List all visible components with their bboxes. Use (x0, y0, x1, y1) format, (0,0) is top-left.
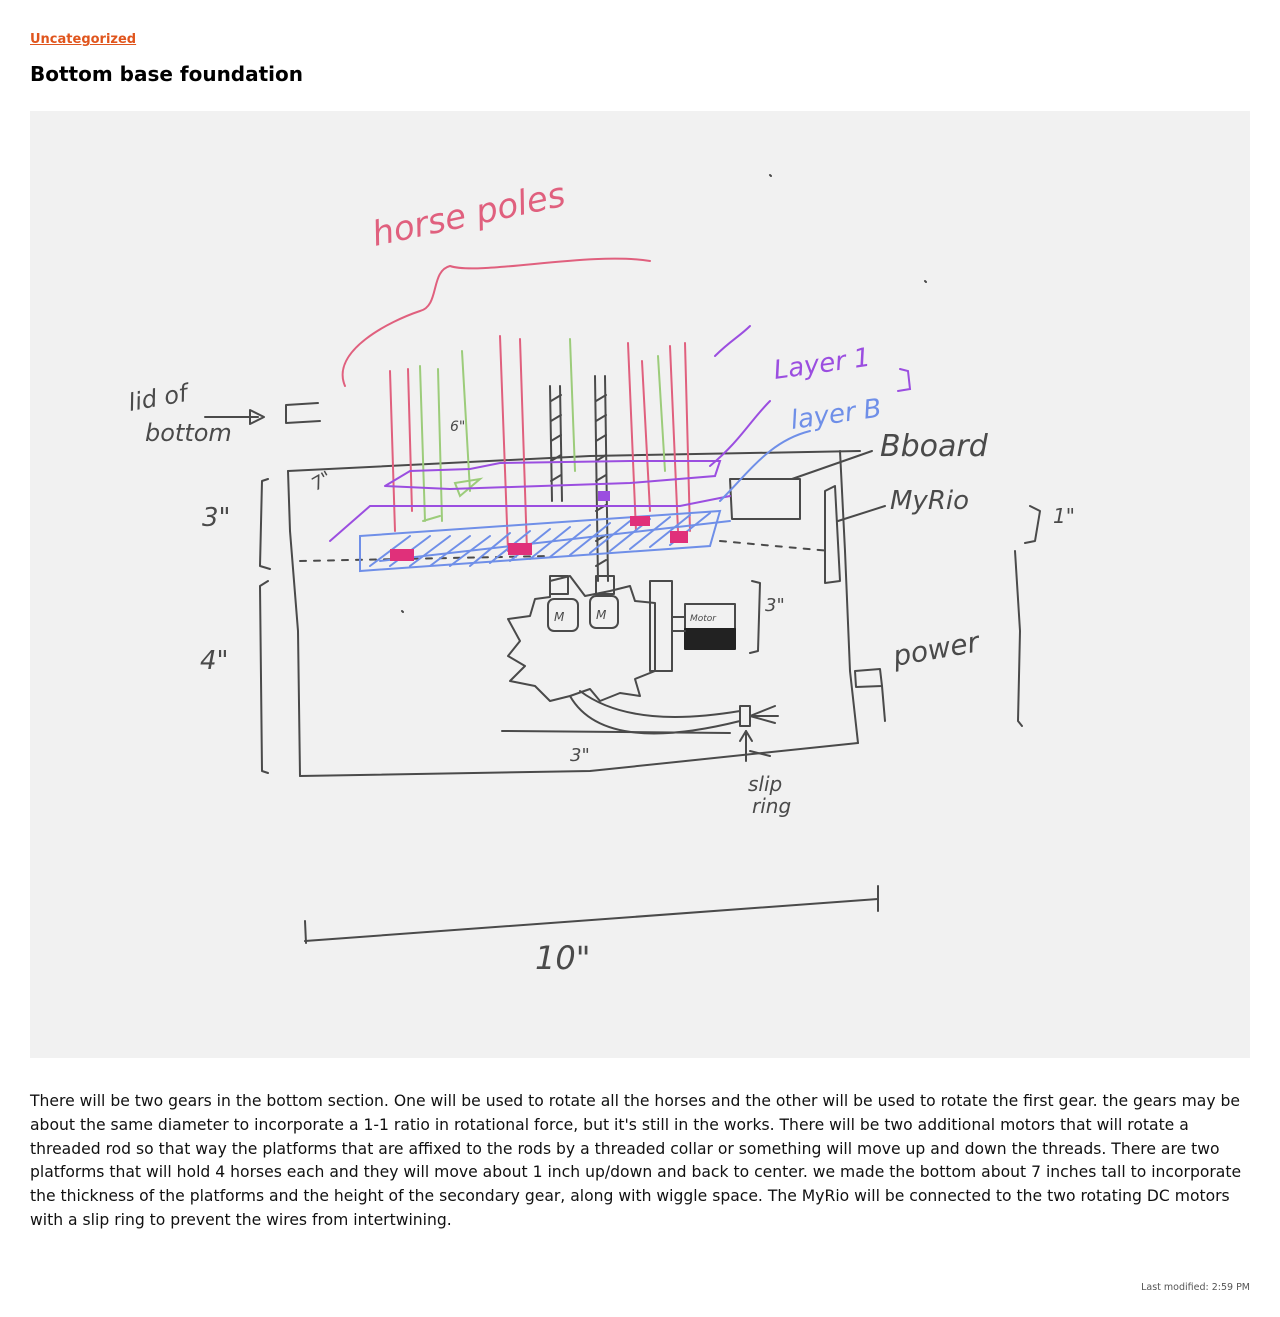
label-dim-6: 6" (450, 419, 465, 435)
label-myrio: MyRio (890, 486, 969, 516)
post-title: Bottom base foundation (30, 62, 304, 86)
label-m1: M (554, 610, 565, 624)
label-dim-7: 7" (308, 467, 336, 495)
label-dim-4-left: 4" (200, 646, 229, 676)
label-dim-3-right: 3" (765, 595, 785, 616)
label-dim-3-bottom: 3" (570, 745, 590, 766)
label-horse-poles: horse poles (369, 175, 569, 255)
label-m2: M (596, 608, 607, 622)
label-bboard: Bboard (880, 429, 989, 464)
sketch-drawing: horse poles lid of bottom Layer 1 layer … (126, 174, 1075, 977)
label-layer-b: layer B (789, 394, 884, 436)
label-power: power (890, 625, 983, 673)
category-link[interactable]: Uncategorized (30, 32, 137, 47)
label-ring: ring (752, 794, 791, 818)
sketch-image: horse poles lid of bottom Layer 1 layer … (30, 111, 1250, 1058)
label-layer-1: Layer 1 (772, 343, 873, 386)
label-dim-3-left: 3" (202, 503, 231, 533)
label-motor: Motor (690, 614, 717, 624)
label-slip: slip (748, 772, 782, 796)
last-modified: Last modified: 2:59 PM (1141, 1282, 1250, 1293)
post-body: There will be two gears in the bottom se… (30, 1092, 1242, 1229)
label-lid-of: lid of (126, 378, 193, 416)
label-dim-10: 10" (535, 939, 590, 977)
label-dim-1: 1" (1053, 504, 1075, 528)
label-bottom: bottom (145, 419, 232, 447)
